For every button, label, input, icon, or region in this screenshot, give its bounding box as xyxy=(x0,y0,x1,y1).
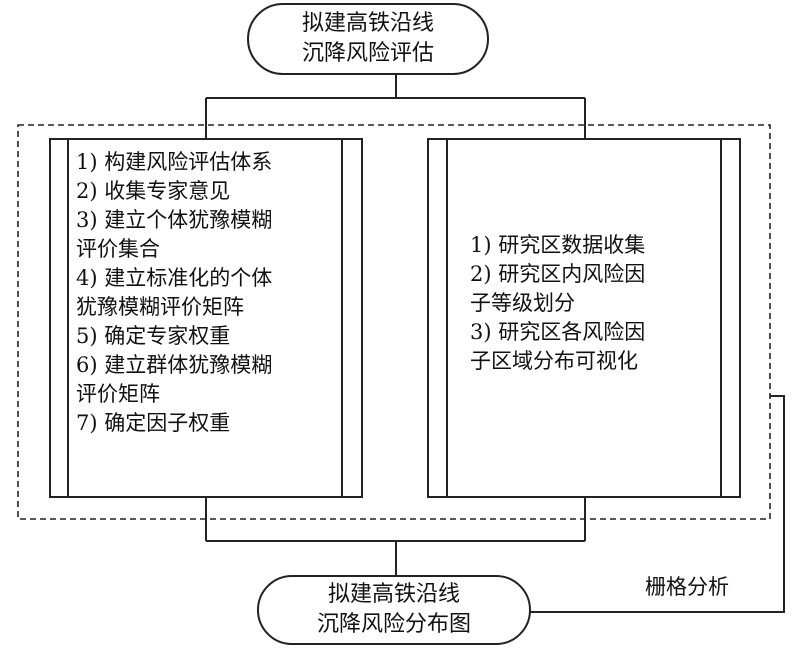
right-box-line: 1) 研究区数据收集 xyxy=(470,233,646,257)
left-box-line: 2) 收集专家意见 xyxy=(76,179,231,203)
left-box-line: 评价矩阵 xyxy=(76,382,160,406)
bottom-node-shape xyxy=(257,575,531,645)
top-node-label: 拟建高铁沿线 沉降风险评估 xyxy=(248,9,488,69)
right-process-box-text: 1) 研究区数据收集 2) 研究区内风险因 子等级划分 3) 研究区各风险因 子… xyxy=(470,231,718,376)
left-process-box-shape xyxy=(49,138,363,498)
left-box-line: 1) 构建风险评估体系 xyxy=(76,150,273,174)
top-node-line-2: 沉降风险评估 xyxy=(301,41,434,66)
dashed-group-frame xyxy=(17,124,771,520)
right-box-line: 子等级划分 xyxy=(470,291,575,315)
top-node-line-1: 拟建高铁沿线 xyxy=(301,11,434,36)
left-box-line: 5) 确定专家权重 xyxy=(76,324,231,348)
left-box-line: 4) 建立标准化的个体 xyxy=(76,266,273,290)
left-process-box-text: 1) 构建风险评估体系 2) 收集专家意见 3) 建立个体犹豫模糊 评价集合 4… xyxy=(76,148,338,438)
bottom-node-line-2: 沉降风险分布图 xyxy=(316,612,471,637)
raster-analysis-feedback-line xyxy=(530,395,785,613)
right-process-box-shape xyxy=(427,138,741,498)
right-box-line: 3) 研究区各风险因 xyxy=(470,320,646,344)
left-box-line: 犹豫模糊评价矩阵 xyxy=(76,295,244,319)
right-box-line: 子区域分布可视化 xyxy=(470,349,638,373)
bottom-node-label: 拟建高铁沿线 沉降风险分布图 xyxy=(258,580,530,640)
left-box-line: 7) 确定因子权重 xyxy=(76,411,231,435)
right-box-line: 2) 研究区内风险因 xyxy=(470,262,646,286)
left-box-line: 6) 建立群体犹豫模糊 xyxy=(76,353,273,377)
left-box-line: 3) 建立个体犹豫模糊 xyxy=(76,208,273,232)
left-box-line: 评价集合 xyxy=(76,237,160,261)
bottom-node-line-1: 拟建高铁沿线 xyxy=(327,582,460,607)
raster-analysis-label: 栅格分析 xyxy=(645,575,729,599)
top-node-shape xyxy=(247,3,489,75)
